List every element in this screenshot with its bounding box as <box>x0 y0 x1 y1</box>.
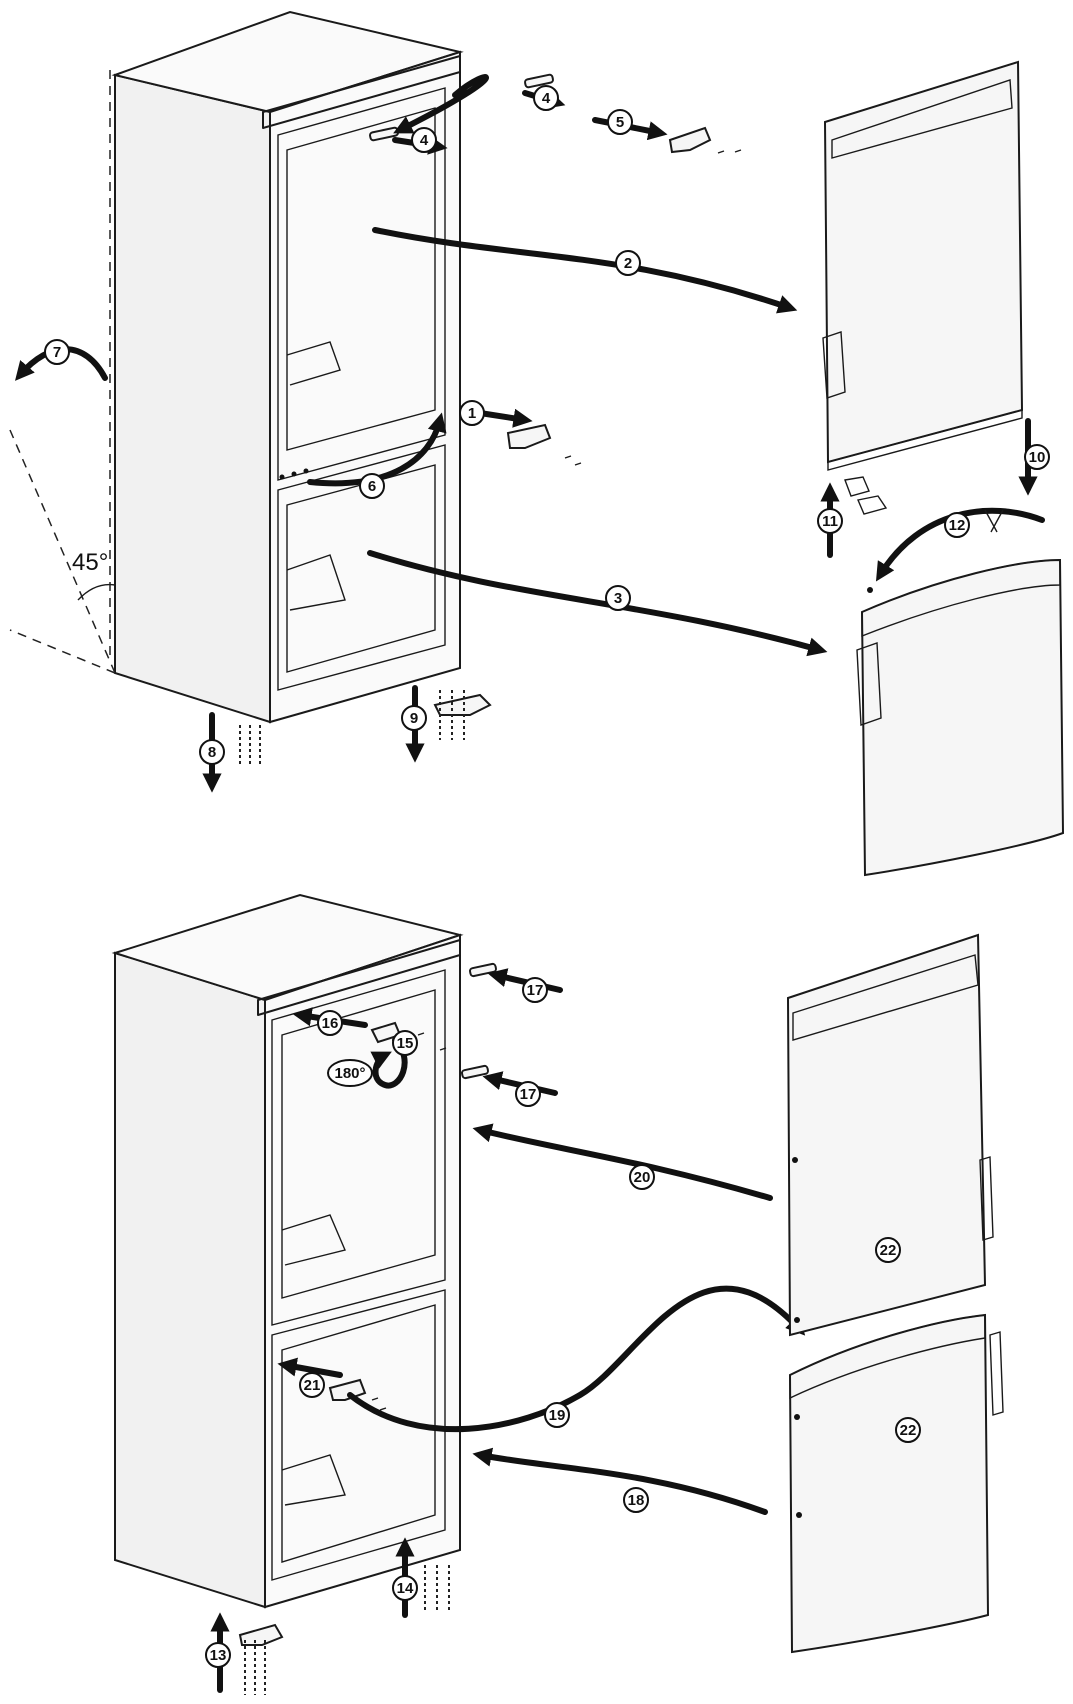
step-badge-4b: 4 <box>411 127 437 153</box>
step-badge-5: 5 <box>607 109 633 135</box>
svg-text:11: 11 <box>822 513 838 530</box>
step-badge-3: 3 <box>605 585 631 611</box>
svg-text:3: 3 <box>614 590 622 607</box>
step-badges: 1 2 3 4 4 5 6 7 8 9 10 11 12 13 14 15 16… <box>44 85 1050 1668</box>
top-hinge-parts <box>239 73 742 765</box>
fridge-door-lower-top <box>856 509 1065 877</box>
bottom-hinge-parts <box>238 962 497 1695</box>
svg-text:17: 17 <box>520 1086 537 1103</box>
angle-label: 45° <box>72 549 108 576</box>
svg-text:14: 14 <box>397 1580 414 1597</box>
svg-text:19: 19 <box>549 1407 566 1424</box>
svg-text:8: 8 <box>208 744 216 761</box>
svg-text:22: 22 <box>880 1242 897 1259</box>
svg-text:1: 1 <box>468 405 476 422</box>
step-badge-18: 18 <box>623 1487 649 1513</box>
rotation-label: 180° <box>334 1065 365 1082</box>
step-badge-12: 12 <box>944 512 970 538</box>
step-badge-1: 1 <box>459 400 485 426</box>
fridge-cabinet-bottom <box>111 893 464 1609</box>
step-badge-7: 7 <box>44 339 70 365</box>
fridge-door-upper-bottom <box>786 933 994 1337</box>
fridge-door-upper-top <box>822 60 1024 515</box>
top-arrows <box>14 74 1045 793</box>
svg-text:7: 7 <box>53 344 61 361</box>
step-badge-4a: 4 <box>533 85 559 111</box>
svg-text:20: 20 <box>634 1169 651 1186</box>
svg-text:4: 4 <box>542 90 551 107</box>
step-badge-22b: 22 <box>895 1417 921 1443</box>
fridge-cabinet-top <box>111 10 464 724</box>
step-badge-10: 10 <box>1024 444 1050 470</box>
svg-text:12: 12 <box>949 517 966 534</box>
step-badge-11: 11 <box>817 508 843 534</box>
svg-text:17: 17 <box>527 982 544 999</box>
rotation-badge: 180° <box>327 1059 373 1087</box>
step-badge-8: 8 <box>199 739 225 765</box>
svg-text:18: 18 <box>628 1492 645 1509</box>
svg-text:22: 22 <box>900 1422 917 1439</box>
step-badge-2: 2 <box>615 250 641 276</box>
svg-text:4: 4 <box>420 132 429 149</box>
step-badge-15: 15 <box>392 1030 418 1056</box>
svg-text:5: 5 <box>616 114 624 131</box>
fridge-door-lower-bottom <box>788 1313 1004 1654</box>
step-badge-9: 9 <box>401 705 427 731</box>
step-badge-13: 13 <box>205 1642 231 1668</box>
svg-text:9: 9 <box>410 710 418 727</box>
step-badge-14: 14 <box>392 1575 418 1601</box>
step-badge-6: 6 <box>359 473 385 499</box>
step-badge-22a: 22 <box>875 1237 901 1263</box>
step-badge-20: 20 <box>629 1164 655 1190</box>
svg-text:6: 6 <box>368 478 376 495</box>
step-badge-19: 19 <box>544 1402 570 1428</box>
svg-text:2: 2 <box>624 255 632 272</box>
step-badge-17a: 17 <box>522 977 548 1003</box>
tilt-angle-guide: 45° <box>9 70 116 674</box>
svg-text:21: 21 <box>304 1377 321 1394</box>
step-badge-21: 21 <box>299 1372 325 1398</box>
svg-text:13: 13 <box>210 1647 227 1664</box>
svg-text:15: 15 <box>397 1035 414 1052</box>
step-badge-17b: 17 <box>515 1081 541 1107</box>
svg-text:16: 16 <box>322 1015 339 1032</box>
svg-text:10: 10 <box>1029 449 1046 466</box>
step-badge-16: 16 <box>317 1010 343 1036</box>
